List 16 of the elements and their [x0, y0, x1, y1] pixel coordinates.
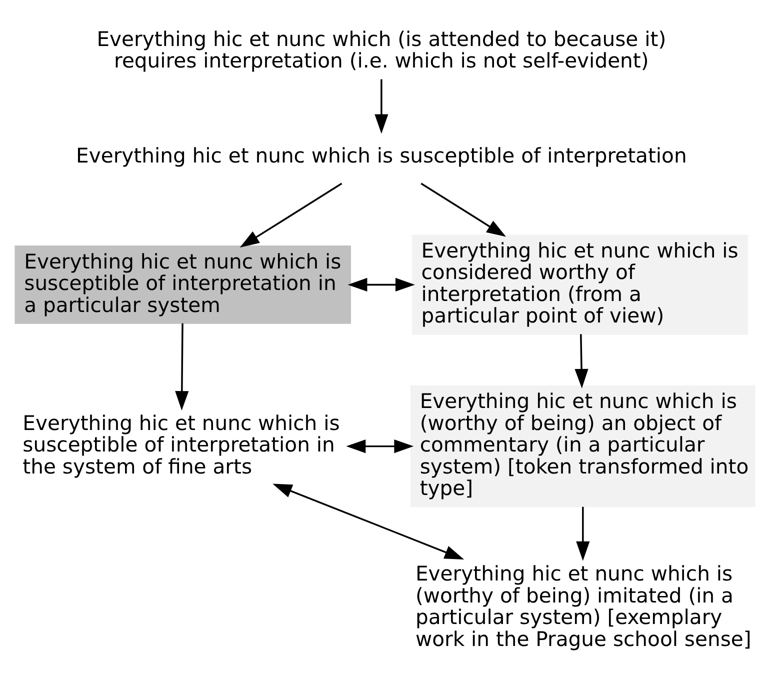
arrow: [576, 506, 590, 560]
arrow: [348, 277, 415, 291]
arrow: [272, 483, 464, 559]
node-box: Everything hic et nunc which is (worthy of being) an object of commentary (in a particular system) [token transformed into type]: [410, 384, 756, 507]
arrow: [574, 334, 588, 388]
node-box: Everything hic et nunc which is considered worthy of interpretation (from a particular point of view): [412, 234, 748, 334]
arrow: [374, 78, 388, 134]
node-box: Everything hic et nunc which is susceptible of interpretation in a particular system: [14, 245, 351, 324]
arrow: [346, 439, 414, 453]
node-text: Everything hic et nunc which (is attended to because it) requires interpretation (i.e. which is not self-evident): [96, 26, 666, 72]
arrow: [175, 322, 189, 410]
arrow: [420, 182, 506, 236]
node-text: Everything hic et nunc which is susceptible of interpretation in the system of fine arts: [22, 410, 340, 478]
arrow: [240, 182, 342, 247]
node-text: Everything hic et nunc which is susceptible of interpretation: [76, 143, 687, 168]
node-text: Everything hic et nunc which is (worthy of being) imitated (in a particular system) [exemplary work in the Prague school sense]: [415, 561, 752, 650]
